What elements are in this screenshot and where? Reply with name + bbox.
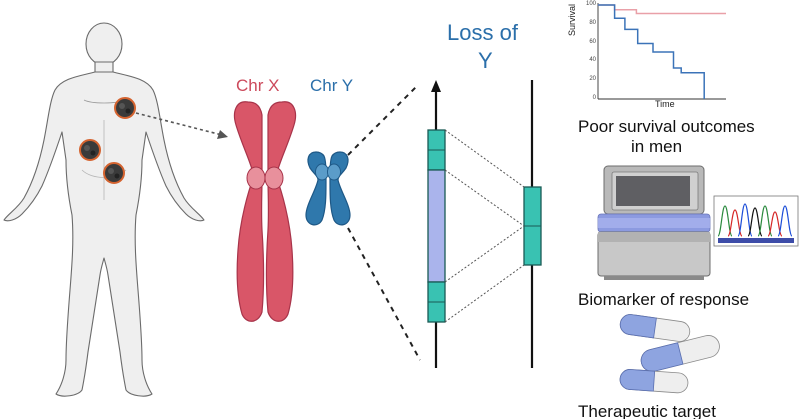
- axis-arrowhead-icon: [431, 80, 441, 92]
- capsule-icon: [619, 314, 691, 342]
- capsule-icon: [619, 369, 689, 394]
- arrowhead-icon: [217, 130, 228, 139]
- tumor-icon: [114, 97, 136, 119]
- biomarker-label: Biomarker of response: [578, 290, 750, 309]
- chart-xlabel: Time: [655, 99, 675, 109]
- survival-curve-2: [598, 4, 705, 99]
- survival-curve-1: [598, 4, 726, 15]
- chr-y-label: Chr Y: [310, 76, 354, 95]
- chart-y-tick-label: 40: [589, 57, 596, 64]
- chart-y-tick-label: 60: [589, 38, 596, 45]
- capsule-icon: [640, 335, 720, 372]
- loss-of-y-label-line2: Y: [478, 48, 493, 73]
- centromere-y-left: [315, 163, 329, 181]
- deletion-guide-lines: [444, 129, 525, 323]
- lost-region: [427, 169, 446, 283]
- loss-of-y-label-line1: Loss of: [447, 20, 518, 45]
- poor-survival-label-line1: Poor survival outcomes: [578, 117, 755, 136]
- tumor-icon: [79, 139, 101, 161]
- tumor-icon: [103, 162, 125, 184]
- chromosome-y-icon: [305, 151, 351, 226]
- chart-y-tick-label: 20: [589, 76, 596, 83]
- sequencer-icon: [597, 165, 711, 280]
- centromere-x-left: [246, 166, 266, 190]
- dotted-arrow: [135, 112, 223, 136]
- centromere-x-right: [264, 166, 284, 190]
- chart-ylabel: Survival: [567, 3, 577, 36]
- chr-x-label: Chr X: [236, 76, 280, 95]
- survival-chart: [597, 3, 726, 100]
- zoom-line-bottom: [347, 227, 421, 361]
- chromosome-x-icon: [233, 101, 297, 322]
- chart-y-tick-label: 0: [592, 95, 596, 101]
- chart-y-tick-label: 100: [585, 1, 596, 7]
- poor-survival-label-line2: in men: [631, 137, 683, 156]
- chart-y-tick-label: 80: [589, 19, 596, 26]
- chromatogram-icon: [713, 195, 799, 247]
- human-body-icon: [3, 22, 205, 397]
- therapeutic-target-label: Therapeutic target: [578, 402, 716, 419]
- centromere-y-right: [327, 163, 341, 181]
- zoom-line-top: [347, 84, 419, 156]
